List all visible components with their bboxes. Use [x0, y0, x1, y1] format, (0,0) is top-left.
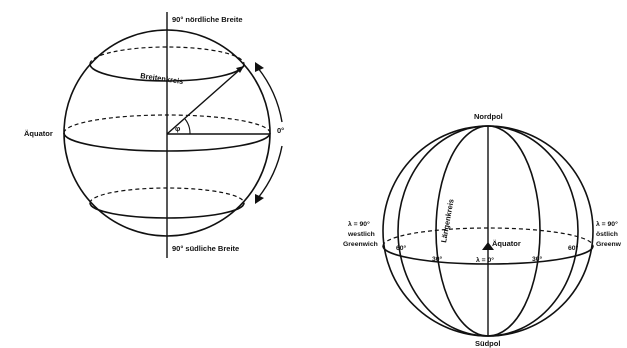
south-latitude-label: 90° südliche Breite: [172, 244, 239, 253]
angle-arc: [185, 119, 190, 134]
east-label-line2: östlich: [596, 231, 618, 238]
north-pole-label: Nordpol: [474, 112, 503, 121]
angle-phi-label: φ: [175, 124, 181, 133]
right-equator-label: Äquator: [492, 239, 521, 248]
west-label-line1: λ = 90°: [348, 220, 370, 228]
latitude-globe: [64, 12, 282, 258]
west-label-line2: westlich: [347, 231, 375, 238]
arrowheads: [236, 62, 264, 204]
left-equator-label: Äquator: [24, 129, 53, 138]
east-label-line3: Greenw: [596, 241, 622, 248]
longitude-globe: [383, 126, 593, 336]
zero-degree-label: 0°: [277, 126, 284, 135]
tick-east-30: 30°: [532, 255, 543, 263]
meridian-label: Längenkreis: [439, 198, 456, 243]
tick-west-30: 30°: [432, 255, 443, 263]
east-label-line1: λ = 90°: [596, 220, 618, 228]
tick-west-60: 60°: [396, 244, 407, 252]
tick-center: λ = 0°: [476, 256, 494, 264]
tick-east-60: 60°: [568, 244, 579, 252]
south-pole-label: Südpol: [475, 339, 500, 348]
west-label-line3: Greenwich: [343, 241, 378, 248]
arrow-arc-upper: [258, 68, 282, 122]
latitude-circle-label: Breitenkreis: [140, 71, 184, 86]
north-latitude-label: 90° nördliche Breite: [172, 15, 243, 24]
